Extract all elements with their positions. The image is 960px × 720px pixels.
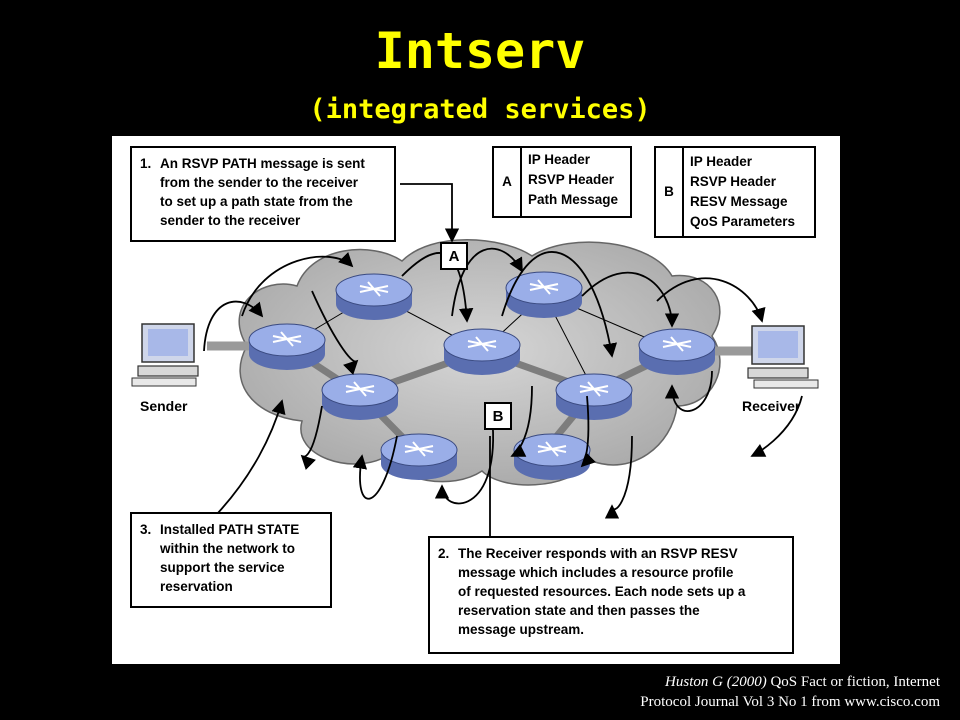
header-letter: A bbox=[494, 148, 522, 216]
router-icon bbox=[505, 271, 583, 318]
header-line: QoS Parameters bbox=[690, 214, 796, 229]
step-number: 1. bbox=[140, 156, 152, 171]
step-number: 2. bbox=[438, 546, 450, 561]
step-2-box: 2. The Receiver responds with an RSVP RE… bbox=[428, 536, 794, 654]
step-text-line: reservation bbox=[160, 579, 233, 594]
step-number: 3. bbox=[140, 522, 152, 537]
header-line: RESV Message bbox=[690, 194, 788, 209]
router-icon bbox=[380, 433, 458, 480]
citation: Huston G (2000) QoS Fact or fiction, Int… bbox=[520, 672, 940, 712]
step-text-line: from the sender to the receiver bbox=[160, 175, 359, 190]
step-text-line: The Receiver responds with an RSVP RESV bbox=[458, 546, 738, 561]
routers bbox=[248, 271, 716, 480]
packet-tag-a: A bbox=[440, 242, 468, 270]
step-text-line: message upstream. bbox=[458, 622, 585, 637]
sender-label: Sender bbox=[140, 398, 188, 414]
packet-tag-b: B bbox=[484, 402, 512, 430]
step-text-line: Installed PATH STATE bbox=[160, 522, 300, 537]
step-text-line: support the service bbox=[160, 560, 285, 575]
step-text-line: message which includes a resource profil… bbox=[458, 565, 734, 580]
router-icon bbox=[638, 328, 716, 375]
network-drawing bbox=[131, 183, 819, 536]
citation-title: QoS Fact or fiction, Internet bbox=[766, 674, 940, 690]
router-icon bbox=[555, 373, 633, 420]
message-arrows bbox=[203, 183, 803, 519]
callout-lines bbox=[216, 399, 491, 536]
step-3-box: 3. Installed PATH STATE within the netwo… bbox=[130, 512, 332, 608]
header-line: RSVP Header bbox=[528, 172, 615, 187]
step-text-line: sender to the receiver bbox=[160, 213, 301, 228]
citation-source: Protocol Journal Vol 3 No 1 from www.cis… bbox=[640, 694, 940, 710]
header-line: IP Header bbox=[690, 154, 753, 169]
header-line: RSVP Header bbox=[690, 174, 777, 189]
rsvp-diagram: A B Sender Receiver 1. An RSVP PATH mess… bbox=[112, 136, 840, 664]
header-line: Path Message bbox=[528, 192, 619, 207]
receiver-label: Receiver bbox=[742, 398, 801, 414]
step-1-box: 1. An RSVP PATH message is sent from the… bbox=[130, 146, 396, 242]
step-text-line: of requested resources. Each node sets u… bbox=[458, 584, 746, 599]
slide-subtitle: (integrated services) bbox=[309, 94, 651, 125]
header-line: IP Header bbox=[528, 152, 591, 167]
citation-author: Huston G (2000) bbox=[665, 674, 767, 690]
receiver-computer-icon bbox=[747, 325, 819, 389]
router-icon bbox=[248, 323, 326, 370]
step-text-line: within the network to bbox=[160, 541, 295, 556]
slide-title: Intserv bbox=[374, 22, 586, 80]
step-text-line: An RSVP PATH message is sent bbox=[160, 156, 365, 171]
step-text-line: reservation state and then passes the bbox=[458, 603, 700, 618]
host-links bbox=[207, 341, 757, 356]
router-icon bbox=[335, 273, 413, 320]
step-text-line: to set up a path state from the bbox=[160, 194, 353, 209]
router-icon bbox=[321, 373, 399, 420]
header-b-box: B IP Header RSVP Header RESV Message QoS… bbox=[654, 146, 816, 238]
sender-computer-icon bbox=[131, 323, 199, 387]
header-a-box: A IP Header RSVP Header Path Message bbox=[492, 146, 632, 218]
router-icon bbox=[513, 433, 591, 480]
header-letter: B bbox=[656, 148, 684, 236]
router-icon bbox=[443, 328, 521, 375]
